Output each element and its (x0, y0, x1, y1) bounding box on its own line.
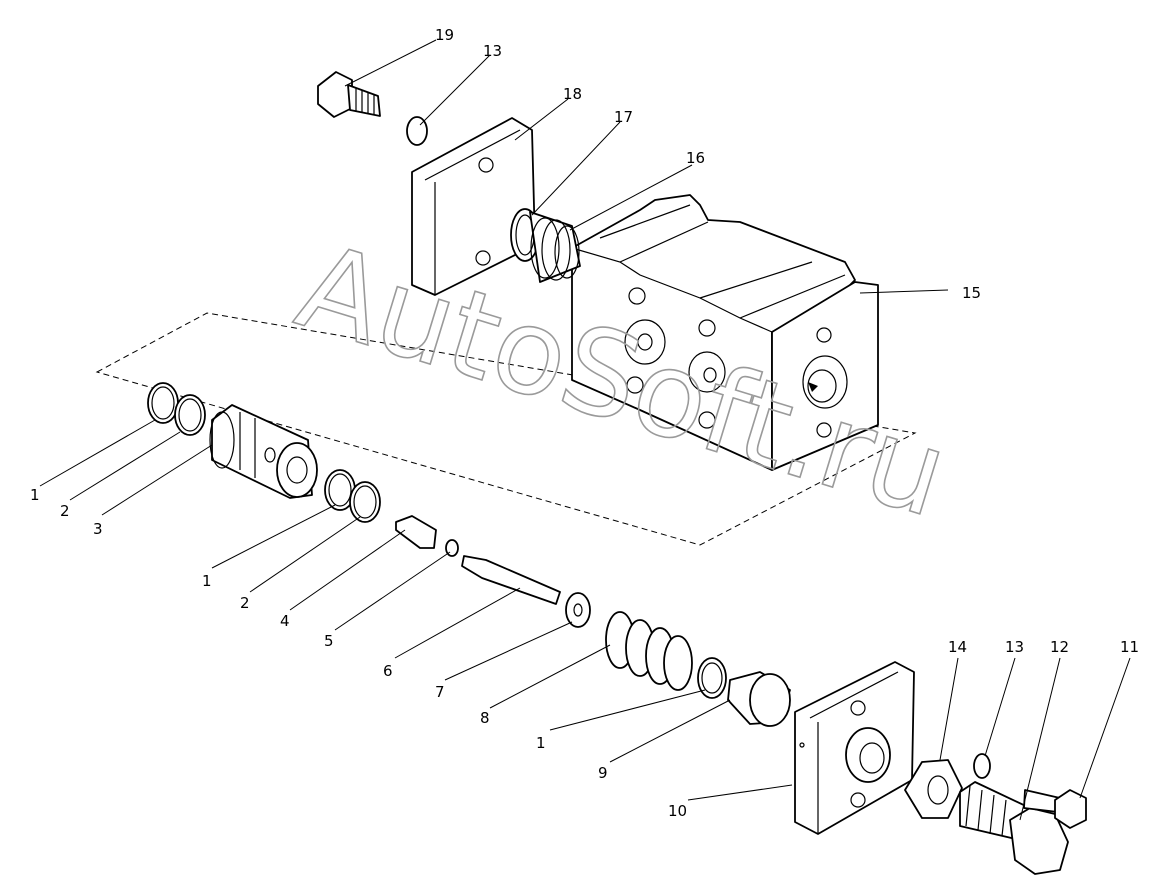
callout-1-b: 1 (202, 572, 212, 590)
callout-11: 11 (1120, 638, 1139, 656)
o-ring-lower (697, 657, 727, 699)
spring-part-8 (605, 611, 693, 691)
poppet-part-4 (395, 515, 437, 549)
callout-16: 16 (686, 149, 705, 167)
o-rings-middle (324, 469, 381, 523)
leader-lines (39, 39, 1131, 821)
sleeve-part-3 (209, 404, 318, 499)
callout-labels: 19 13 18 17 16 15 1 2 3 1 2 4 5 6 7 8 1 … (30, 26, 1139, 820)
washer-part-5 (445, 539, 459, 557)
lock-washer-part-13-top (406, 116, 428, 146)
bottom-cover-part-10 (794, 661, 915, 835)
callout-1-c: 1 (536, 734, 546, 752)
callout-13-bottom: 13 (1005, 638, 1024, 656)
callout-17: 17 (614, 108, 633, 126)
callout-6: 6 (383, 662, 393, 680)
callout-2-a: 2 (60, 502, 70, 520)
o-rings-left (147, 382, 206, 436)
callout-7: 7 (435, 683, 445, 701)
callout-10: 10 (668, 802, 687, 820)
callout-8: 8 (480, 709, 490, 727)
assembly-dashed-outline (95, 312, 917, 546)
callout-15: 15 (962, 284, 981, 302)
callout-14: 14 (948, 638, 967, 656)
callout-2-b: 2 (240, 594, 250, 612)
callout-13-top: 13 (483, 42, 502, 60)
callout-9: 9 (598, 764, 608, 782)
callout-4: 4 (280, 612, 290, 630)
callout-1-a: 1 (30, 486, 40, 504)
callout-18: 18 (563, 85, 582, 103)
lock-washer-part-13-bottom (973, 753, 991, 779)
callout-5: 5 (324, 632, 334, 650)
spring-part-16 (529, 211, 581, 283)
bolt-part-11 (1023, 789, 1087, 829)
washer-part-7 (565, 592, 591, 628)
bolt-part-19 (317, 71, 381, 118)
nut-part-14 (904, 759, 963, 819)
callout-12: 12 (1050, 638, 1069, 656)
callout-3: 3 (93, 520, 103, 538)
pin-part-6 (461, 555, 561, 605)
adjusting-screw-part-12 (959, 781, 1069, 875)
valve-body-part-15 (571, 194, 879, 471)
callout-19: 19 (435, 26, 454, 44)
plug-part-9 (727, 671, 791, 727)
